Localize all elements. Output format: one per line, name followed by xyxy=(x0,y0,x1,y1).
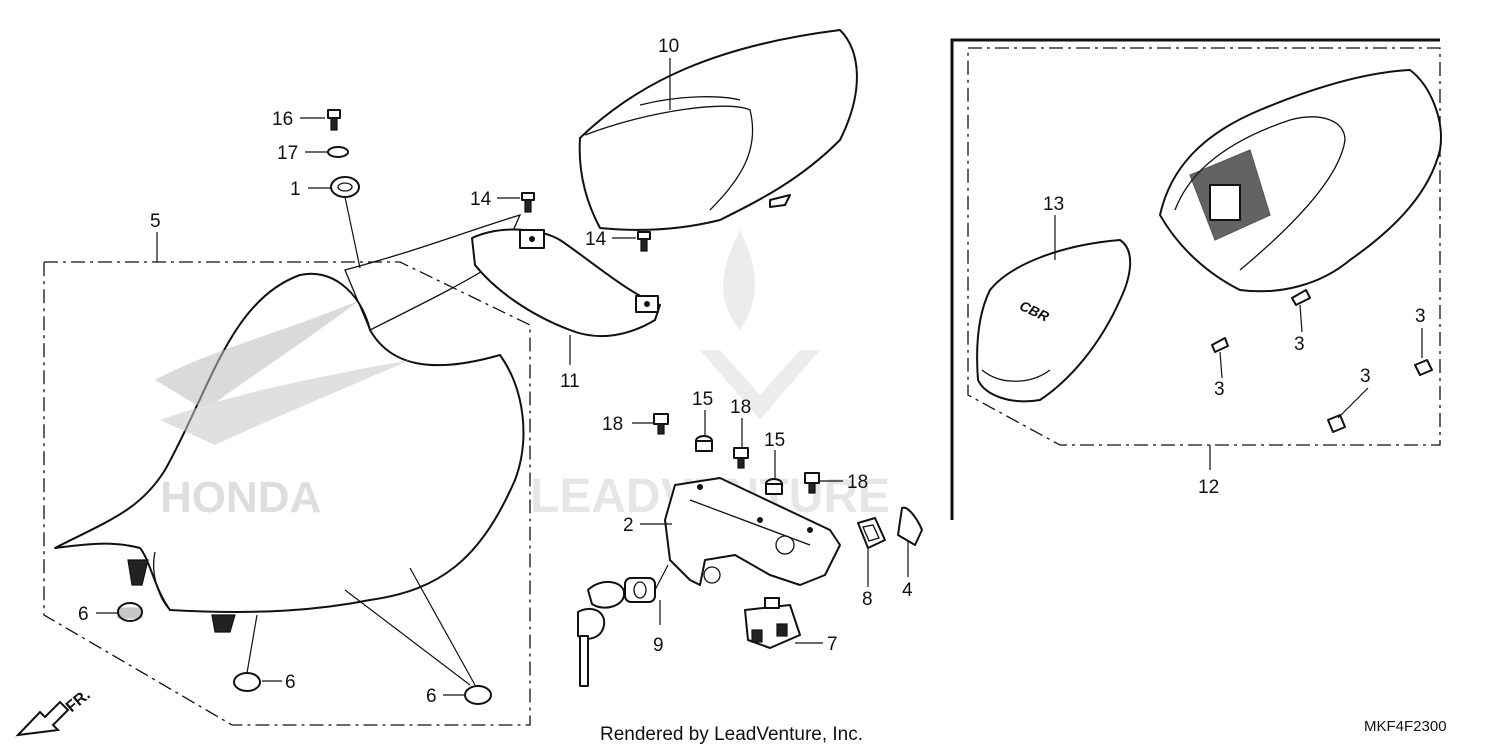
seat-cowl-assembly xyxy=(1159,69,1442,293)
callout-6b: 6 xyxy=(285,672,296,693)
rubber-3a xyxy=(1211,337,1229,353)
rubber-3b xyxy=(1291,289,1311,306)
callout-13: 13 xyxy=(1043,194,1064,215)
callout-15a: 15 xyxy=(692,389,713,410)
callout-4: 4 xyxy=(902,580,913,601)
seat-pad-13: CBR xyxy=(976,239,1132,403)
callout-12: 12 xyxy=(1198,477,1219,498)
callout-14b: 14 xyxy=(585,229,607,250)
callout-2: 2 xyxy=(623,515,634,536)
seat-print-text: HONDA xyxy=(160,473,321,522)
callout-18a: 18 xyxy=(602,414,623,435)
kit-box xyxy=(950,38,1441,520)
cushion-6a xyxy=(117,602,143,622)
callout-3d: 3 xyxy=(1360,366,1371,387)
callout-3c: 3 xyxy=(1415,306,1426,327)
clip-4 xyxy=(897,506,923,546)
callout-7: 7 xyxy=(827,634,838,655)
bolt-18a xyxy=(653,413,669,435)
lock-plate-2 xyxy=(664,477,841,586)
collar-15a xyxy=(695,435,713,452)
callout-6c: 6 xyxy=(426,686,437,707)
cushion-6b xyxy=(233,672,261,692)
callout-3b: 3 xyxy=(1294,334,1305,355)
callout-15b: 15 xyxy=(764,430,785,451)
diagram-code: MKF4F2300 xyxy=(1364,718,1447,735)
screw-14a xyxy=(521,192,535,213)
callout-8: 8 xyxy=(862,589,873,610)
bolt-16 xyxy=(327,109,341,131)
honda-wing-print: HONDA xyxy=(155,300,410,522)
grommet-1 xyxy=(330,176,360,198)
bracket-11 xyxy=(471,228,661,337)
seat-box xyxy=(43,261,531,726)
cushion-6c xyxy=(464,685,492,705)
key-cylinder-9 xyxy=(577,564,669,687)
plate-8 xyxy=(857,517,886,549)
leader-lines xyxy=(96,58,1423,696)
front-direction-arrow: FR. xyxy=(15,686,94,737)
screw-14b xyxy=(637,231,651,252)
callout-9: 9 xyxy=(653,635,664,656)
callout-1: 1 xyxy=(290,179,301,200)
lock-mechanism-7 xyxy=(744,597,801,649)
callout-10: 10 xyxy=(658,36,679,57)
callout-5: 5 xyxy=(150,211,161,232)
collar-15b xyxy=(765,478,783,495)
callout-18c: 18 xyxy=(847,472,868,493)
callout-6a: 6 xyxy=(78,604,89,625)
washer-17 xyxy=(327,146,349,158)
callout-18b: 18 xyxy=(730,397,751,418)
main-seat: HONDA xyxy=(54,272,525,633)
callout-11: 11 xyxy=(560,371,580,392)
rubber-3c xyxy=(1414,359,1433,376)
bolt-18b xyxy=(733,447,749,469)
bolt-18c xyxy=(804,472,820,494)
callout-17: 17 xyxy=(277,143,298,164)
rubber-3d xyxy=(1327,414,1346,433)
footer-credit: Rendered by LeadVenture, Inc. xyxy=(600,724,863,745)
callout-3a: 3 xyxy=(1214,379,1225,400)
callout-16: 16 xyxy=(272,109,293,130)
callout-14a: 14 xyxy=(470,189,492,210)
rear-seat-cowl xyxy=(578,29,858,231)
